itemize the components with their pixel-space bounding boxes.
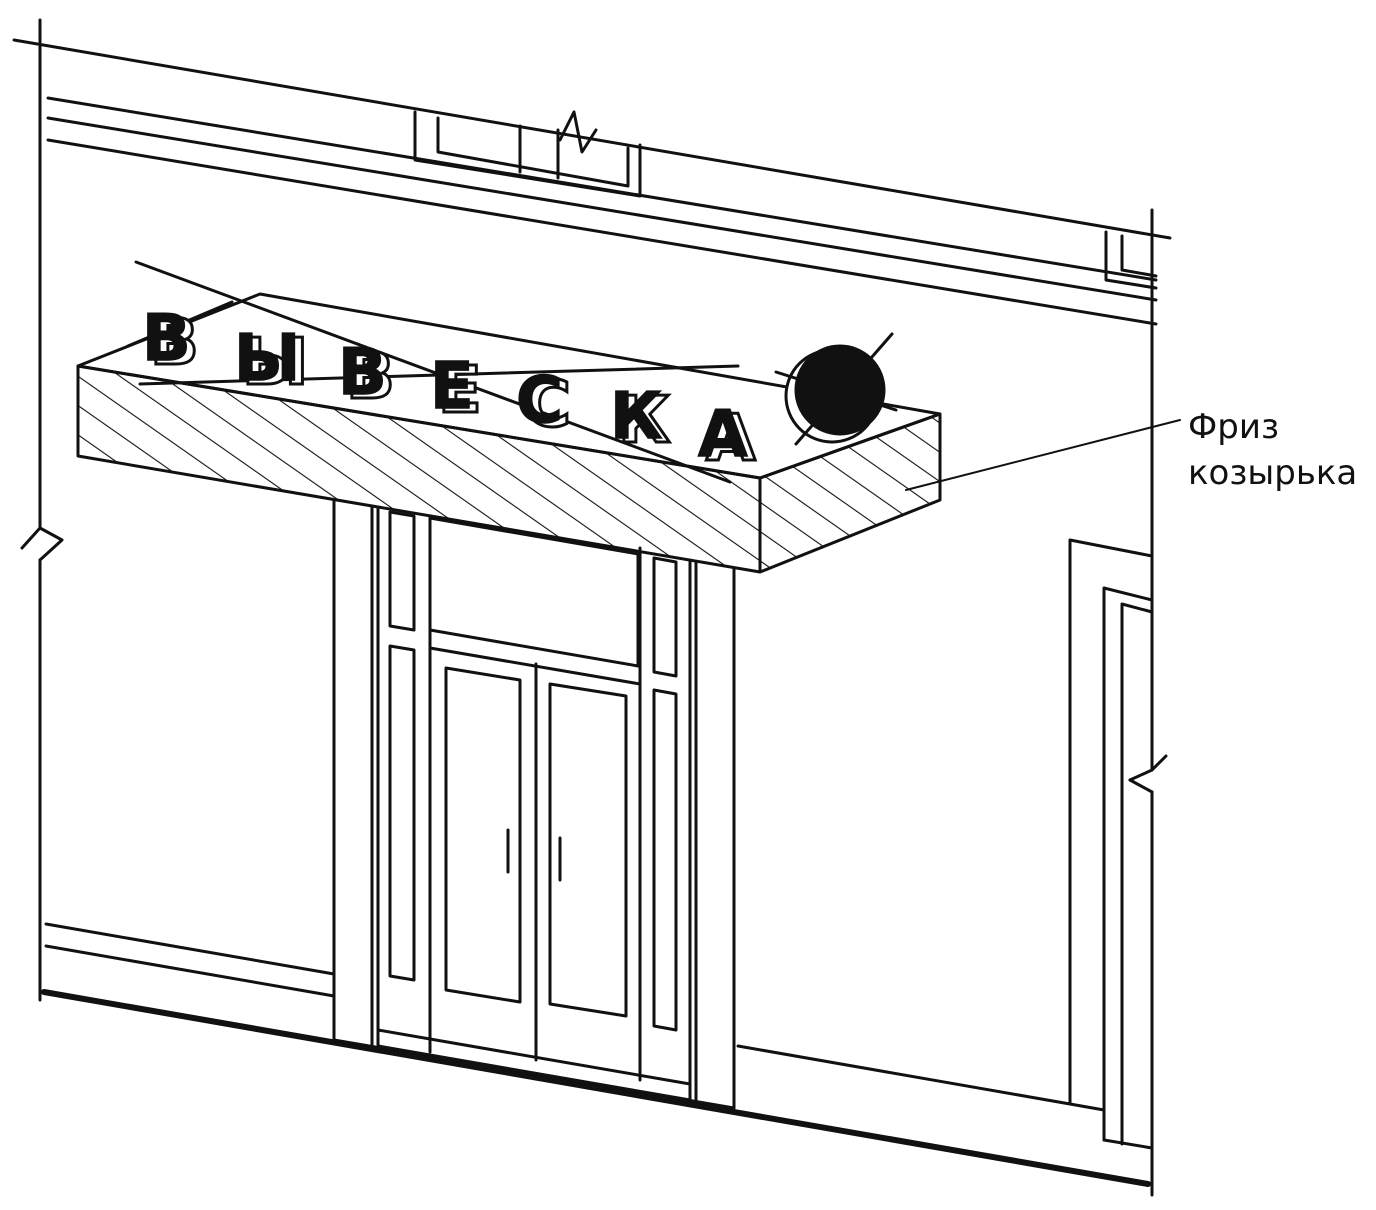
sign-letter-1: В: [142, 302, 191, 376]
right-window: [1068, 538, 1154, 1150]
sign-letter-2: Ы: [234, 322, 300, 396]
sign-letter-6-shadow: К: [618, 384, 670, 458]
sign-letter-5: С: [516, 364, 563, 438]
sign-letter-5-shadow: С: [524, 368, 571, 442]
sign-emblem: [774, 332, 898, 446]
wall-right-edge: [1128, 208, 1168, 1197]
sign-cross-lines: [126, 260, 740, 484]
callout-label: Фриз козырька: [1188, 404, 1357, 496]
sign-letter-2-shadow: Ы: [242, 326, 308, 400]
callout-line-1: Фриз: [1188, 407, 1280, 447]
ground-line: [41, 922, 1151, 1187]
entrance-portal: [332, 498, 736, 1110]
sign-letter-3: В: [338, 336, 387, 410]
sign-letter-7-shadow: А: [706, 402, 756, 476]
wall-left-edge: [20, 18, 64, 1002]
sign-letter-3-shadow: В: [346, 340, 395, 414]
building-cornice: [12, 38, 1172, 326]
callout-leader: [905, 419, 1181, 491]
sign-letter-4: Е: [430, 350, 474, 424]
sign-letter-1-shadow: В: [150, 306, 199, 380]
sign-letters: В В Ы Ы В В Е Е С С К К А А: [141, 301, 757, 477]
callout-line-2: козырька: [1188, 453, 1358, 493]
sign-letter-7: А: [698, 398, 748, 472]
sign-letter-4-shadow: Е: [438, 354, 482, 428]
sign-letter-6: К: [610, 380, 662, 454]
